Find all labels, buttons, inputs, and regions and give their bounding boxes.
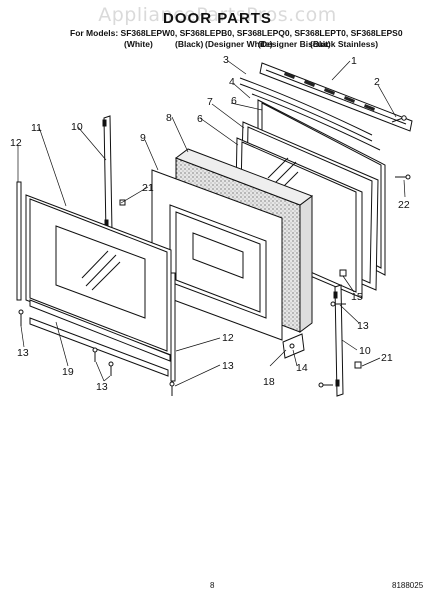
callout-13-right: 13 (357, 320, 369, 332)
top-channel (239, 77, 381, 151)
page-title: DOOR PARTS (163, 10, 272, 27)
screw-2 (391, 115, 407, 123)
callout-18: 18 (263, 376, 275, 388)
screw-13-lower-2 (108, 361, 114, 376)
callout-15: 15 (351, 291, 363, 303)
callout-6-lower: 6 (197, 113, 203, 125)
callout-3: 3 (223, 54, 229, 66)
callout-12-left: 12 (10, 137, 22, 149)
models-line: For Models: SF368LEPW0, SF368LEPB0, SF36… (70, 28, 403, 38)
callout-13-bottom: 13 (96, 381, 108, 393)
callout-21-left: 21 (142, 182, 154, 194)
top-vent-trim (259, 62, 413, 132)
bottom-trim (29, 299, 171, 377)
side-trim-right (170, 272, 176, 382)
variant-white: (White) (124, 39, 153, 49)
hinge-receptacle (282, 333, 305, 359)
document-code: 8188025 (392, 581, 424, 590)
callout-6-upper: 6 (231, 95, 237, 107)
callout-21-right: 21 (381, 352, 393, 364)
hinge-bracket-left (102, 115, 113, 235)
outer-door-glass (25, 194, 172, 356)
variant-black-stainless: (Black Stainless) (310, 39, 379, 49)
callout-10-right: 10 (359, 345, 371, 357)
screw-bottom-right (318, 382, 333, 388)
side-trim-left (16, 181, 22, 301)
screws (18, 174, 411, 396)
callout-12-right: 12 (222, 332, 234, 344)
callout-8: 8 (166, 112, 172, 124)
variant-black: (Black) (175, 39, 204, 49)
callout-7: 7 (207, 96, 213, 108)
callout-9: 9 (140, 132, 146, 144)
callout-10-left: 10 (71, 121, 83, 133)
callout-11: 11 (31, 122, 42, 134)
callout-19: 19 (62, 366, 74, 378)
callout-2: 2 (374, 76, 380, 88)
screw-22 (395, 174, 411, 180)
screw-13-lower-3 (169, 381, 175, 396)
screw-13-lower-1 (92, 347, 98, 362)
page-number: 8 (210, 581, 215, 590)
screw-13-left (18, 309, 24, 326)
callout-13-middle: 13 (222, 360, 234, 372)
variant-designer-white: (Designer White) (205, 39, 273, 49)
callout-1: 1 (351, 55, 357, 67)
screw-13-right (330, 301, 346, 307)
hinge-bracket-right (333, 284, 344, 397)
clip-15 (339, 269, 347, 277)
leader-lines (17, 60, 406, 387)
callout-4: 4 (229, 76, 235, 88)
callout-22: 22 (398, 199, 410, 211)
clip-21-right (354, 361, 362, 369)
callout-14: 14 (296, 362, 308, 374)
variant-designer-biscuit: (Designer Biscuit) (258, 39, 331, 49)
callout-13-left: 13 (17, 347, 29, 359)
